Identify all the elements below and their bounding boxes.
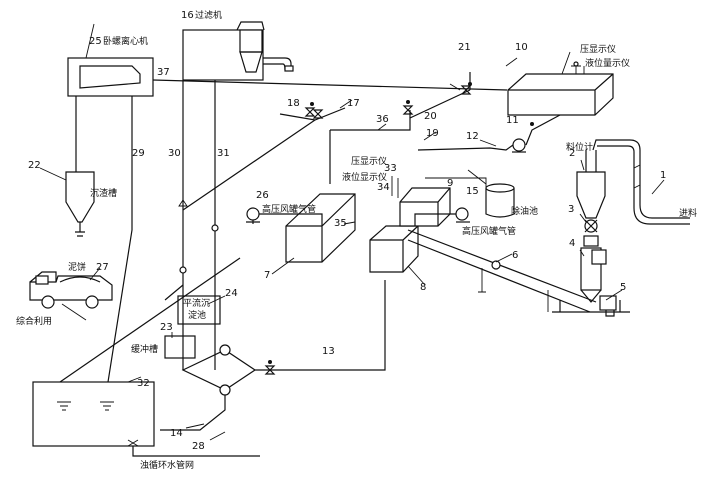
num-31: 31: [217, 148, 230, 159]
label-slag-tank: 沉渣槽: [90, 187, 117, 199]
num-1: 1: [660, 170, 666, 181]
num-8: 8: [420, 282, 426, 293]
valves: [178, 82, 534, 396]
num-10: 10: [515, 42, 528, 53]
num-18: 18: [287, 98, 300, 109]
label-sludge-cake: 泥饼: [68, 261, 86, 273]
tank-8: [369, 225, 419, 273]
label-blower-9: 高压风罐气管: [462, 225, 516, 237]
num-3: 3: [568, 204, 574, 215]
num-14: 14: [170, 428, 183, 439]
num-24: 24: [225, 288, 238, 299]
cyclone-column: [552, 139, 641, 317]
leader-lines: [39, 23, 665, 441]
blower-26: [246, 207, 323, 226]
oil-tank: [485, 183, 515, 218]
label-level-meter: 料位计: [566, 141, 593, 153]
num-13: 13: [322, 346, 335, 357]
num-4: 4: [569, 238, 575, 249]
num-15: 15: [466, 186, 479, 197]
label-centrifuge: 卧螺离心机: [103, 35, 148, 47]
labels: 过滤机 卧螺离心机 沉渣槽 泥饼 综合利用 平流沉 淀池 缓冲槽 浊循环水管网 …: [16, 9, 697, 471]
tank-10: [507, 61, 614, 116]
num-12: 12: [466, 131, 479, 142]
filter-unit: [182, 21, 294, 81]
part-numbers: 16 25 37 21 10 18 17 20 11 36 19 12 29 3…: [28, 10, 666, 452]
label-level-gauge: 液位显示仪: [342, 171, 387, 183]
feed-pipe: [633, 164, 690, 225]
label-pressure-display: 压显示仪: [580, 44, 616, 55]
num-33: 33: [384, 163, 397, 174]
num-27: 27: [96, 262, 109, 273]
buffer-tank: [164, 335, 196, 359]
num-32: 32: [137, 378, 150, 389]
centrifuge: [67, 57, 154, 97]
num-22: 22: [28, 160, 41, 171]
num-16: 16: [181, 10, 194, 21]
num-35: 35: [334, 218, 347, 229]
tank-7: [285, 193, 356, 263]
num-5: 5: [620, 282, 626, 293]
slag-tank: [65, 171, 95, 237]
label-utilization: 综合利用: [16, 315, 52, 327]
pipes: [59, 72, 561, 457]
label-sedimentation-line1: 平流沉: [183, 297, 210, 309]
num-17: 17: [347, 98, 360, 109]
num-9: 9: [447, 178, 453, 189]
num-36: 36: [376, 114, 389, 125]
screw-conveyor: [407, 229, 597, 313]
label-sedimentation-line2: 淀池: [188, 309, 206, 321]
num-26: 26: [256, 190, 269, 201]
num-6: 6: [512, 250, 518, 261]
num-2: 2: [569, 148, 575, 159]
label-pressure-gauge: 压显示仪: [351, 156, 387, 167]
label-level-display: 液位量示仪: [585, 57, 630, 69]
num-7: 7: [264, 270, 270, 281]
label-filter: 过滤机: [195, 9, 222, 21]
num-28: 28: [192, 441, 205, 452]
num-11: 11: [506, 115, 519, 126]
num-29: 29: [132, 148, 145, 159]
label-blower-26: 高压风罐气管: [262, 203, 316, 215]
blower-9: [414, 207, 470, 226]
upper-tank: [399, 187, 451, 227]
label-feed: 进料: [679, 207, 697, 219]
label-circulating-pipe: 浊循环水管网: [140, 459, 194, 471]
num-30: 30: [168, 148, 181, 159]
num-34: 34: [377, 182, 390, 193]
num-21: 21: [458, 42, 471, 53]
num-23: 23: [160, 322, 173, 333]
num-37: 37: [157, 67, 170, 78]
sedimentation-tank: [177, 295, 221, 325]
sludge-truck: [29, 271, 113, 309]
pump-11: [512, 138, 526, 153]
label-buffer-tank: 缓冲槽: [131, 343, 158, 355]
label-oil-tank: 除油池: [511, 205, 538, 217]
circulating-pool: [32, 381, 155, 457]
num-25: 25: [89, 36, 102, 47]
num-19: 19: [426, 128, 439, 139]
num-20: 20: [424, 111, 437, 122]
